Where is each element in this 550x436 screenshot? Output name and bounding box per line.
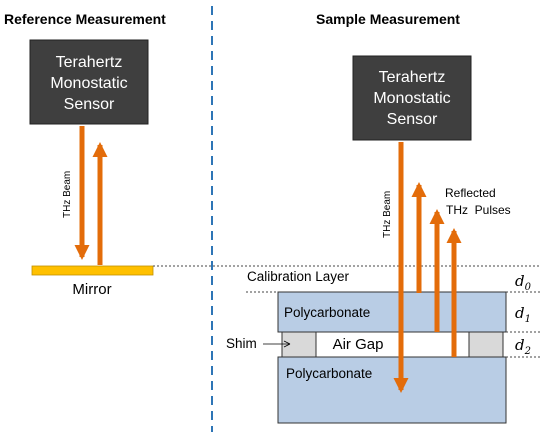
thickness-label-d2: d2 [515, 336, 531, 357]
shim-left [281, 331, 317, 358]
sample-sensor-line-3: Sensor [387, 111, 438, 128]
sample-sensor-line-1: Terahertz [379, 69, 446, 86]
reference-sensor-line-2: Monostatic [50, 75, 127, 92]
thickness-label-d0: d0 [515, 272, 532, 293]
mirror [31, 265, 154, 276]
polycarbonate-bottom-layer [277, 356, 507, 424]
sample-sensor-box [352, 55, 472, 141]
calibration-layer-label: Calibration Layer [247, 269, 350, 284]
reference-heading: Reference Measurement [4, 11, 166, 27]
reference-beam-label: THz Beam [62, 171, 73, 218]
thickness-label-d1: d1 [515, 304, 531, 325]
reference-sensor-box [29, 39, 149, 125]
reference-sensor-line-1: Terahertz [56, 54, 123, 71]
sample-heading: Sample Measurement [316, 11, 460, 27]
polycarbonate-top-label: Polycarbonate [284, 305, 370, 320]
air-gap-label: Air Gap [333, 336, 384, 353]
polycarbonate-bottom-label: Polycarbonate [286, 366, 372, 381]
reference-sensor-line-3: Sensor [64, 96, 115, 113]
sample-beam-label: THz Beam [382, 191, 393, 238]
polycarbonate-top-layer [277, 291, 507, 333]
reflected-label-line-1: Reflected [445, 186, 496, 200]
shim-right [468, 331, 504, 358]
shim-label: Shim [226, 336, 257, 351]
sample-sensor-line-2: Monostatic [373, 90, 450, 107]
mirror-label: Mirror [72, 281, 111, 298]
shim-pointer-arrowhead [283, 340, 291, 348]
reflected-label-line-2: THz Pulses [446, 203, 511, 217]
